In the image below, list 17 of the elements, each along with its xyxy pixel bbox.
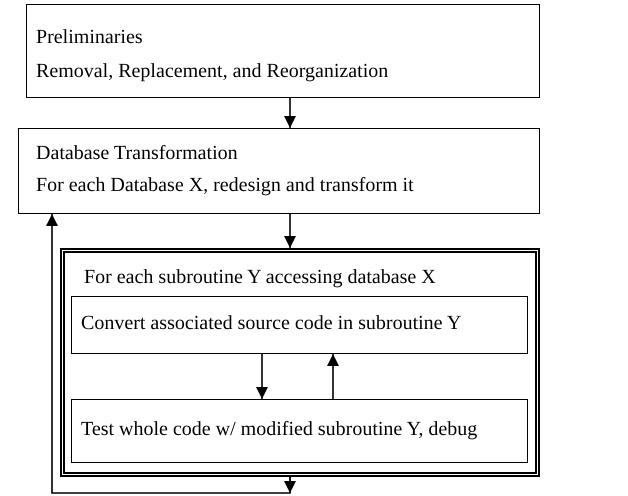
- arrow: [46, 214, 291, 494]
- process-box: [18, 128, 540, 214]
- process-box: [26, 4, 540, 98]
- arrow: [256, 354, 268, 399]
- process-box: [71, 399, 528, 463]
- process-box: [71, 296, 528, 354]
- process-box: [60, 248, 540, 477]
- box-text: For each subroutine Y accessing database X: [84, 266, 436, 288]
- arrow: [327, 354, 339, 399]
- box-title: Database Transformation: [36, 142, 238, 164]
- arrow: [284, 214, 296, 248]
- box-text: Test whole code w/ modified subroutine Y, debug: [81, 418, 478, 440]
- box-text: Convert associated source code in subroutine Y: [81, 312, 462, 334]
- box-text: Removal, Replacement, and Reorganization: [36, 60, 388, 82]
- box-title: Preliminaries: [36, 26, 143, 48]
- box-text: For each Database X, redesign and transform it: [36, 174, 414, 196]
- arrow: [284, 98, 296, 128]
